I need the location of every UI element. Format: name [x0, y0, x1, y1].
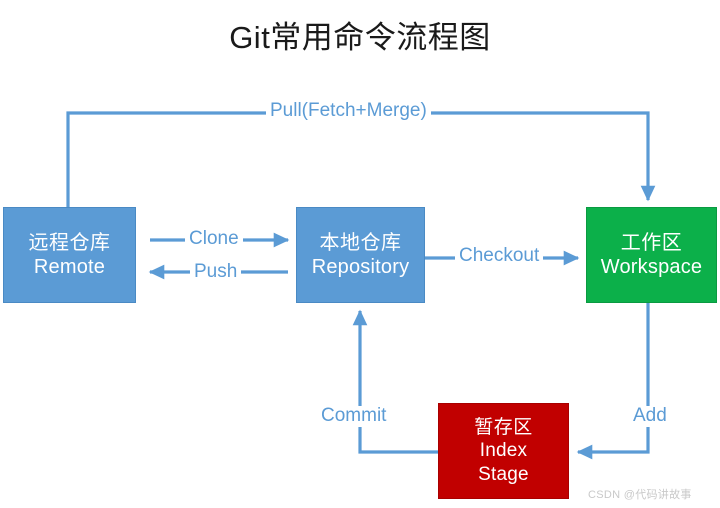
node-index-stage[interactable]: 暂存区 Index Stage — [438, 403, 569, 499]
edge-label-push: Push — [190, 261, 242, 283]
edge-pull-arrow — [66, 111, 656, 207]
node-repository[interactable]: 本地仓库 Repository — [296, 207, 425, 303]
edge-label-pull: Pull(Fetch+Merge) — [266, 100, 431, 122]
node-index-label-en2: Stage — [478, 463, 529, 485]
page-title: Git常用命令流程图 — [229, 20, 491, 55]
node-repository-label-en: Repository — [311, 256, 410, 278]
node-remote-label-cn: 远程仓库 — [28, 231, 111, 254]
node-remote[interactable]: 远程仓库 Remote — [3, 207, 136, 303]
edge-label-checkout: Checkout — [455, 245, 544, 267]
edge-label-clone: Clone — [185, 228, 243, 250]
edge-commit-arrow — [352, 309, 438, 454]
node-index-label-en: Index — [479, 440, 528, 462]
node-repository-label-cn: 本地仓库 — [319, 231, 402, 254]
node-remote-label-en: Remote — [33, 256, 106, 278]
node-workspace-label-en: Workspace — [600, 256, 703, 278]
edge-label-add: Add — [629, 405, 671, 427]
node-index-label-cn: 暂存区 — [474, 417, 533, 439]
edge-add-arrow — [576, 303, 650, 460]
csdn-watermark: CSDN @代码讲故事 — [588, 489, 692, 501]
edge-label-commit: Commit — [317, 405, 391, 427]
node-workspace[interactable]: 工作区 Workspace — [586, 207, 717, 303]
node-workspace-label-cn: 工作区 — [620, 231, 683, 254]
